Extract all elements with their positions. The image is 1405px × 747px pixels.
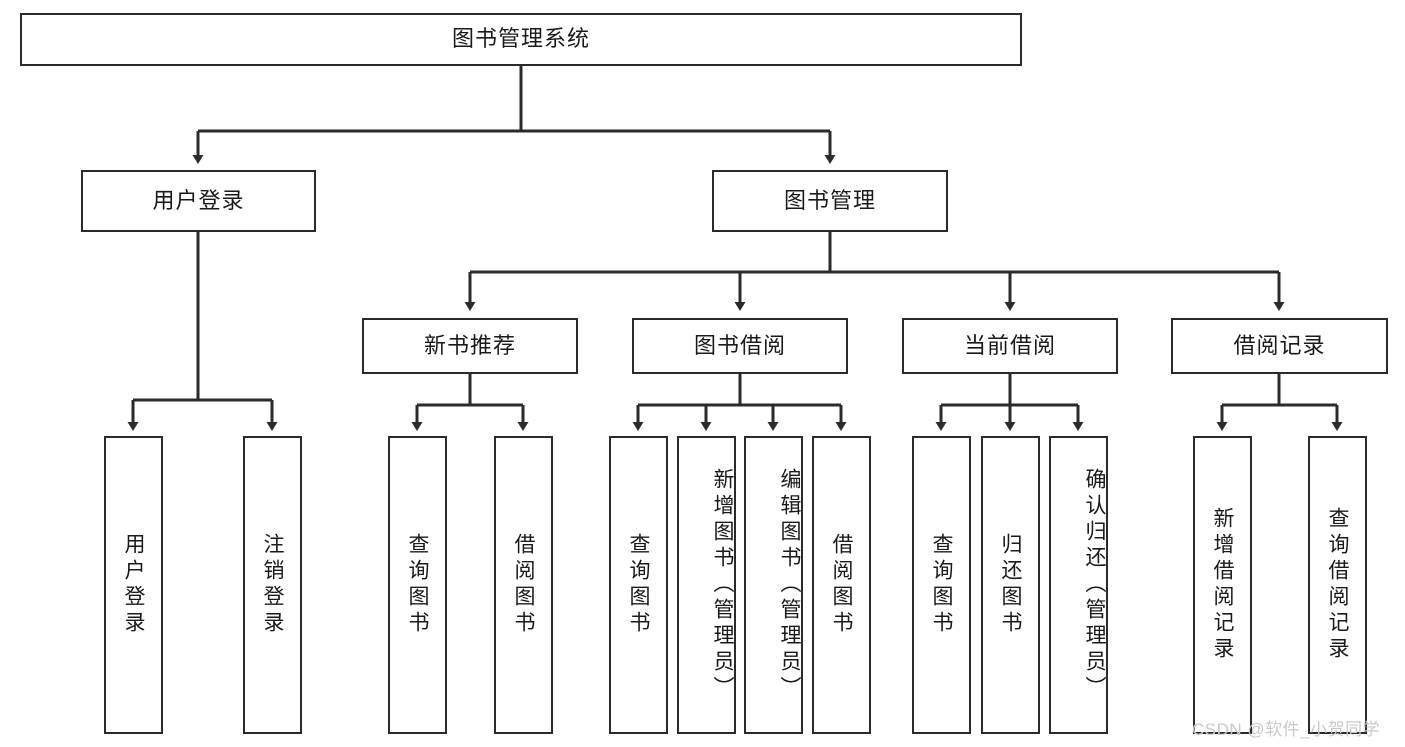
node-book-management[interactable]: 图书管理 — [712, 170, 948, 232]
node-label: 图书管理 — [783, 187, 876, 213]
leaf-book-borrow-borrow-book[interactable]: 借阅图书 — [812, 436, 871, 734]
node-label: 新增借阅记录 — [1211, 507, 1235, 663]
node-label: 用户登录 — [122, 533, 146, 637]
node-label: 查询图书 — [930, 533, 954, 637]
leaf-book-borrow-edit-book-admin[interactable]: 编辑图书（管理员） — [744, 436, 803, 734]
leaf-borrow-record-query-record[interactable]: 查询借阅记录 — [1308, 436, 1367, 734]
node-borrow-record[interactable]: 借阅记录 — [1171, 318, 1388, 374]
csdn-watermark: CSDN @软件_小贺同学 — [1192, 720, 1381, 739]
node-label: 确认归还（管理员） — [1083, 468, 1106, 702]
node-label: 图书管理系统 — [451, 26, 590, 52]
node-book-borrow[interactable]: 图书借阅 — [632, 318, 848, 374]
leaf-new-book-borrow-book[interactable]: 借阅图书 — [494, 436, 553, 734]
node-label: 注销登录 — [261, 533, 285, 637]
node-label: 借阅记录 — [1233, 332, 1326, 358]
node-label: 用户登录 — [152, 187, 245, 213]
node-root-book-management-system[interactable]: 图书管理系统 — [20, 13, 1022, 66]
node-label: 查询图书 — [406, 533, 430, 637]
node-user-login[interactable]: 用户登录 — [81, 170, 316, 232]
leaf-new-book-query-book[interactable]: 查询图书 — [388, 436, 447, 734]
node-label: 查询图书 — [627, 533, 651, 637]
node-label: 当前借阅 — [963, 332, 1056, 358]
node-label: 新增图书（管理员） — [711, 468, 734, 702]
leaf-current-borrow-confirm-return-admin[interactable]: 确认归还（管理员） — [1049, 436, 1108, 734]
node-label: 编辑图书（管理员） — [778, 468, 801, 702]
leaf-book-borrow-query-book[interactable]: 查询图书 — [609, 436, 668, 734]
leaf-book-borrow-add-book-admin[interactable]: 新增图书（管理员） — [677, 436, 736, 734]
leaf-borrow-record-add-record[interactable]: 新增借阅记录 — [1193, 436, 1252, 734]
node-label: 新书推荐 — [423, 332, 516, 358]
node-label: 查询借阅记录 — [1326, 507, 1350, 663]
node-current-borrow[interactable]: 当前借阅 — [902, 318, 1118, 374]
leaf-current-borrow-query-book[interactable]: 查询图书 — [912, 436, 971, 734]
node-label: 借阅图书 — [830, 533, 854, 637]
leaf-current-borrow-return-book[interactable]: 归还图书 — [981, 436, 1040, 734]
node-label: 图书借阅 — [693, 332, 786, 358]
leaf-user-login-logout[interactable]: 注销登录 — [243, 436, 302, 734]
node-label: 归还图书 — [999, 533, 1023, 637]
node-label: 借阅图书 — [512, 533, 536, 637]
leaf-user-login-login[interactable]: 用户登录 — [104, 436, 163, 734]
node-new-book-recommend[interactable]: 新书推荐 — [362, 318, 578, 374]
